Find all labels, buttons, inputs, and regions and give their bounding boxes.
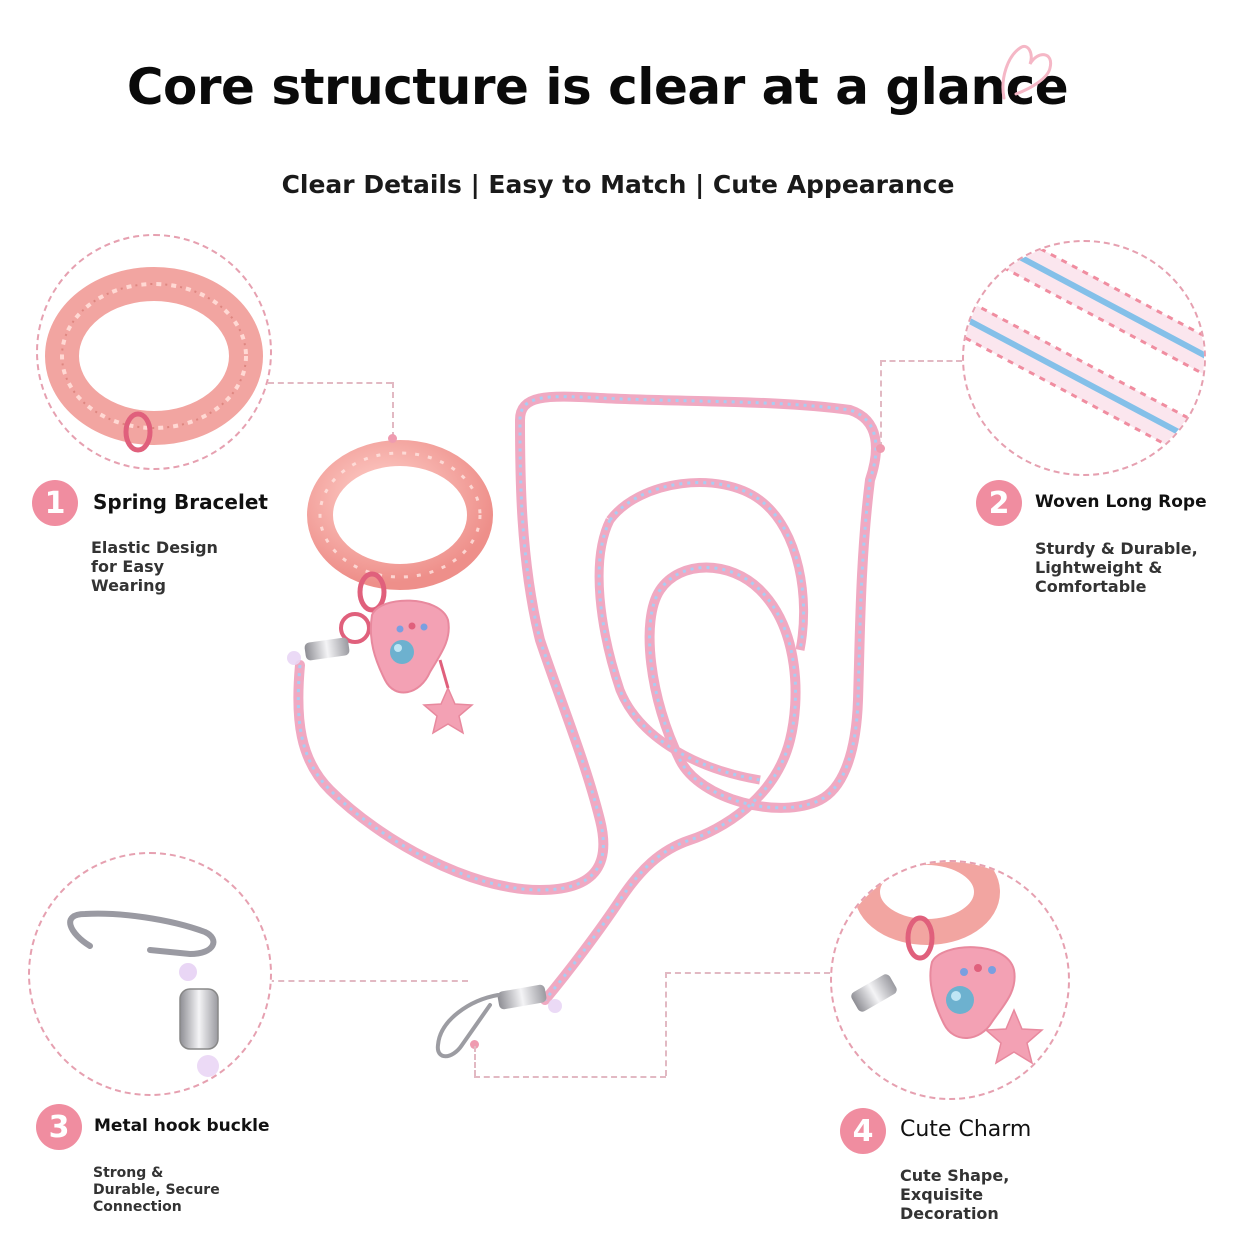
detail-circle-metal-hook	[28, 852, 272, 1096]
leader-line-4	[474, 1076, 666, 1078]
feature-number-4: 4	[840, 1108, 886, 1154]
leader-line-1	[268, 382, 392, 384]
leader-line-1b	[392, 382, 394, 438]
feature-number-1: 1	[32, 480, 78, 526]
metal-hook-icon	[67, 910, 219, 1077]
detail-circle-cute-charm	[830, 860, 1070, 1100]
feature-title-4: Cute Charm	[900, 1117, 1032, 1142]
leader-line-4c	[665, 972, 667, 1076]
leader-dot-1	[388, 434, 397, 443]
feature-number-2: 2	[976, 480, 1022, 526]
heart-doodle-icon	[1001, 45, 1053, 100]
leader-line-4b	[474, 1046, 476, 1076]
feature-desc-3: Strong & Durable, Secure Connection	[93, 1165, 220, 1215]
detail-circle-woven-rope	[962, 240, 1206, 476]
woven-rope-icon	[964, 242, 1204, 464]
feature-desc-2: Sturdy & Durable, Lightweight & Comforta…	[1035, 539, 1198, 596]
spring-bracelet-icon	[45, 267, 263, 453]
cute-charm-icon	[851, 862, 1044, 1065]
page-title: Core structure is clear at a glance	[126, 58, 1069, 116]
feature-title-1: Spring Bracelet	[93, 490, 268, 514]
leader-line-2	[880, 360, 962, 362]
leader-line-3	[268, 980, 468, 982]
leader-line-2b	[880, 360, 882, 448]
page-subtitle: Clear Details | Easy to Match | Cute App…	[281, 170, 955, 199]
leader-dot-2	[876, 444, 885, 453]
feature-desc-4: Cute Shape, Exquisite Decoration	[900, 1166, 1010, 1223]
feature-number-3: 3	[36, 1104, 82, 1150]
feature-title-3: Metal hook buckle	[94, 1116, 270, 1136]
feature-desc-1: Elastic Design for Easy Wearing	[91, 538, 218, 595]
feature-title-2: Woven Long Rope	[1035, 492, 1207, 512]
leader-dot-3	[470, 1040, 479, 1049]
detail-circle-spring-bracelet	[36, 234, 272, 470]
leader-line-4d	[665, 972, 830, 974]
